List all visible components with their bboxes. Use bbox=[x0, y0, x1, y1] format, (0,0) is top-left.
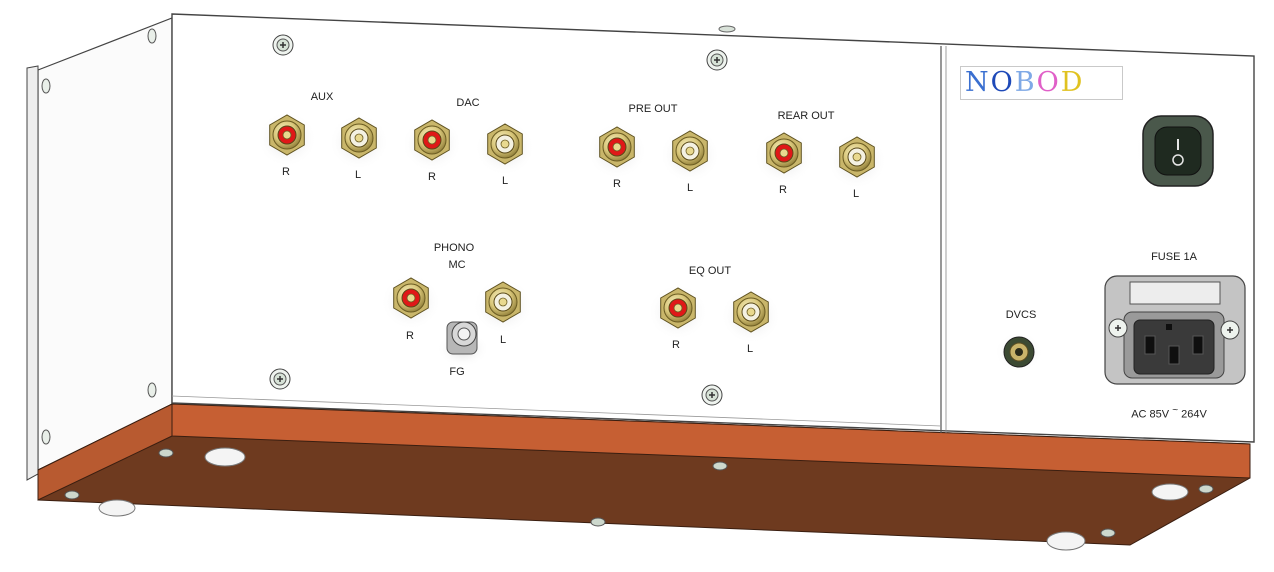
label-pre-out: PRE OUT bbox=[628, 103, 678, 115]
aux-l-jack[interactable] bbox=[329, 114, 389, 170]
brand-logo-letter: B bbox=[1014, 67, 1037, 98]
brand-logo-letter: O bbox=[990, 67, 1015, 98]
label-ac-voltage: AC 85V ~ 264V bbox=[1131, 405, 1207, 421]
pre-out-l-jack[interactable] bbox=[660, 127, 720, 183]
label-dvcs: DVCS bbox=[1005, 309, 1037, 321]
dvcs-jack[interactable] bbox=[995, 332, 1043, 372]
label-eq-out-r: R bbox=[672, 339, 680, 351]
label-fuse: FUSE 1A bbox=[1151, 251, 1197, 263]
label-phono-l: L bbox=[499, 334, 507, 346]
label-rear-out-l: L bbox=[852, 188, 860, 200]
label-dac-l: L bbox=[501, 175, 509, 187]
side-screw-icon bbox=[41, 28, 157, 445]
brand-logo-letter: O bbox=[1036, 67, 1061, 98]
dac-r-jack[interactable] bbox=[402, 116, 462, 172]
brand-logo: NOBOD bbox=[960, 66, 1123, 100]
ac-voltage-min: AC 85V bbox=[1131, 408, 1170, 421]
rubber-foot-icon bbox=[98, 447, 1189, 551]
ac-voltage-tilde: ~ bbox=[1172, 405, 1179, 416]
label-pre-out-r: R bbox=[613, 178, 621, 190]
rear-out-l-jack[interactable] bbox=[827, 133, 887, 189]
label-aux: AUX bbox=[310, 91, 334, 103]
dac-l-jack[interactable] bbox=[475, 120, 535, 176]
ac-voltage-max: 264V bbox=[1181, 408, 1207, 421]
aux-r-jack[interactable] bbox=[257, 111, 317, 167]
rear-out-r-jack[interactable] bbox=[754, 129, 814, 185]
label-rear-out: REAR OUT bbox=[777, 110, 835, 122]
label-eq-out-l: L bbox=[746, 343, 754, 355]
phono-r-jack[interactable] bbox=[381, 274, 441, 330]
brand-logo-letter: N bbox=[965, 67, 991, 98]
label-aux-l: L bbox=[354, 169, 362, 181]
label-phono-r: R bbox=[406, 330, 414, 342]
eq-out-r-jack[interactable] bbox=[648, 284, 708, 340]
base-screw-icon bbox=[64, 448, 1214, 538]
eq-out-l-jack[interactable] bbox=[721, 288, 781, 344]
power-switch[interactable] bbox=[1134, 110, 1222, 190]
label-dac: DAC bbox=[456, 97, 480, 109]
label-aux-r: R bbox=[282, 166, 290, 178]
label-fg: FG bbox=[449, 366, 465, 378]
pre-out-r-jack[interactable] bbox=[587, 123, 647, 179]
label-phono: PHONO bbox=[433, 242, 475, 254]
ac-power-inlet[interactable] bbox=[1104, 275, 1246, 385]
panel-screw-icon bbox=[269, 34, 728, 406]
brand-logo-letter: D bbox=[1060, 67, 1085, 98]
label-pre-out-l: L bbox=[686, 182, 694, 194]
label-dac-r: R bbox=[428, 171, 436, 183]
label-mc: MC bbox=[448, 259, 466, 271]
label-eq-out: EQ OUT bbox=[688, 265, 732, 277]
label-rear-out-r: R bbox=[779, 184, 787, 196]
phono-l-jack[interactable] bbox=[473, 278, 533, 334]
fg-ground-terminal[interactable] bbox=[437, 321, 489, 367]
